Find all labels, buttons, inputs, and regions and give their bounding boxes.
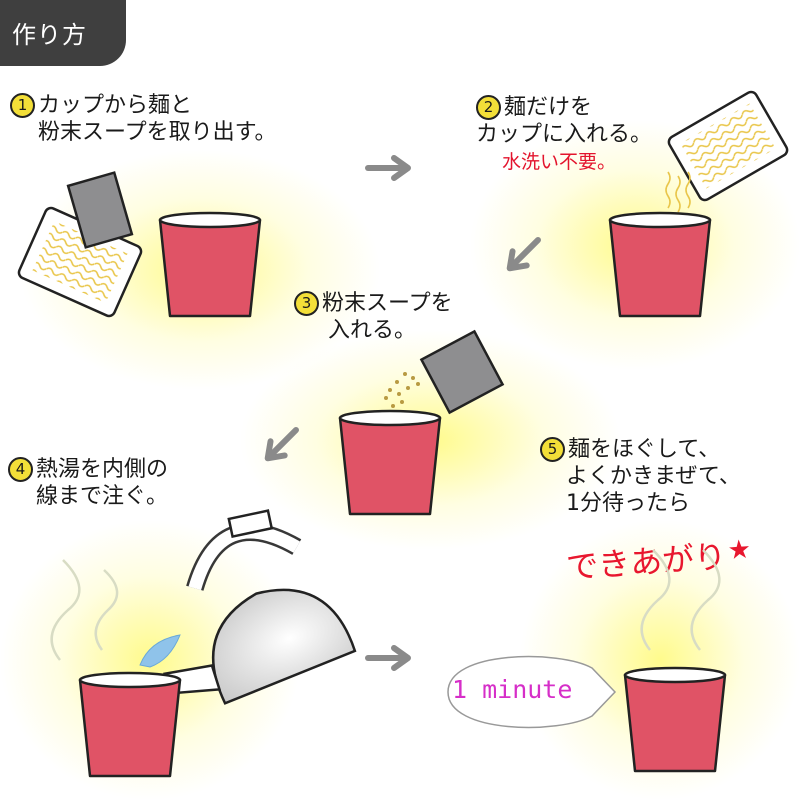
step-number-4: 4 xyxy=(8,457,33,482)
cup-3-icon xyxy=(338,409,442,516)
step-2-line-2: カップに入れる。 xyxy=(476,122,653,147)
arrow-right-icon xyxy=(368,158,408,178)
steam-icon-2 xyxy=(640,549,721,651)
steam-icon xyxy=(50,559,119,661)
step-1-line-1: カップから麺と xyxy=(38,93,193,118)
step-5-line-3: 1分待ったら xyxy=(566,491,690,516)
step-number-2: 2 xyxy=(476,95,501,120)
step-3-line-2: 入れる。 xyxy=(328,318,417,343)
arrow-down-left-icon-2 xyxy=(261,423,303,465)
cup-2-icon xyxy=(608,211,712,318)
cup-4-icon xyxy=(78,671,182,778)
step-5-line-2: よくかきまぜて、 xyxy=(566,464,741,489)
step-1-line-2: 粉末スープを取り出す。 xyxy=(38,120,277,145)
cup-5-icon xyxy=(623,666,727,773)
page-title: 作り方 xyxy=(0,0,126,66)
step-number-5: 5 xyxy=(540,437,565,462)
noodle-pouring-icon xyxy=(667,90,789,202)
powder-dots xyxy=(384,372,420,416)
soup-packet-icon xyxy=(66,171,134,249)
step-3-line-1: 粉末スープを xyxy=(322,291,453,316)
step-5-line-1: 麺をほぐして、 xyxy=(568,437,721,462)
soup-packet-pouring-icon xyxy=(419,329,505,415)
arrow-down-left-icon xyxy=(503,233,545,275)
cup-1-icon xyxy=(158,211,262,318)
step-2-note: 水洗い不要。 xyxy=(502,151,617,173)
step-4-line-2: 線まで注ぐ。 xyxy=(36,484,169,509)
step-2-line-1: 麺だけを xyxy=(504,95,593,120)
step-number-1: 1 xyxy=(10,93,35,118)
arrow-right-icon-2 xyxy=(368,648,408,668)
step-number-3: 3 xyxy=(294,291,319,316)
falling-noodles xyxy=(665,171,691,213)
step-4-line-1: 熱湯を内側の xyxy=(36,457,169,482)
kettle-icon xyxy=(163,509,357,705)
timer-bubble xyxy=(447,655,617,729)
water-stream xyxy=(139,634,181,668)
timer-label: 1 minute xyxy=(452,675,573,704)
